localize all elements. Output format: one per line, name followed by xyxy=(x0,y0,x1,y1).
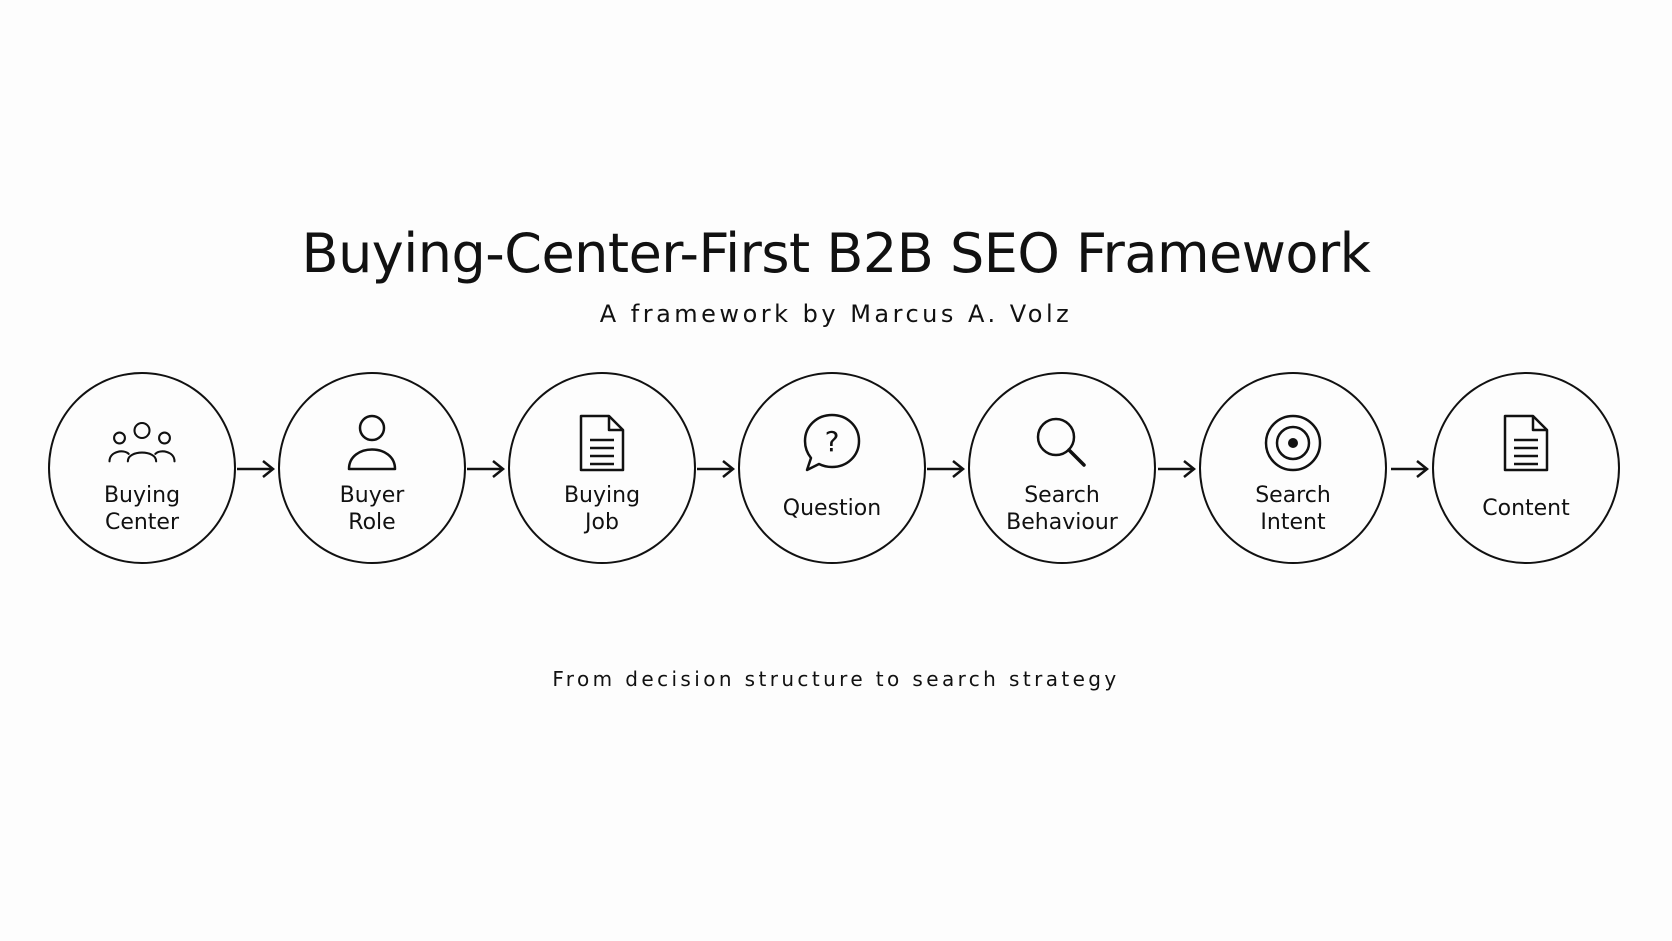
step-label: Buying Job xyxy=(563,483,641,535)
arrow-6 xyxy=(1391,460,1430,478)
step-content: Content xyxy=(1432,372,1620,564)
step-label: Buying Center xyxy=(103,483,181,535)
question-bubble-icon: ? xyxy=(797,412,867,474)
arrow-3 xyxy=(697,460,736,478)
target-icon xyxy=(1258,412,1328,474)
step-label: Content xyxy=(1482,496,1570,521)
step-question: ? Question xyxy=(738,372,926,564)
step-buying-center: Buying Center xyxy=(48,372,236,564)
person-icon xyxy=(337,412,407,474)
magnifier-icon xyxy=(1027,412,1097,474)
arrow-1 xyxy=(237,460,276,478)
step-buyer-role: Buyer Role xyxy=(278,372,466,564)
step-label: Search Behaviour xyxy=(1006,483,1118,535)
step-label: Search Intent xyxy=(1255,483,1331,535)
diagram-title: Buying-Center-First B2B SEO Framework xyxy=(301,222,1371,285)
step-buying-job: Buying Job xyxy=(508,372,696,564)
arrow-5 xyxy=(1158,460,1197,478)
group-people-icon xyxy=(107,412,177,474)
document-icon xyxy=(567,412,637,474)
diagram-subtitle: A framework by Marcus A. Volz xyxy=(599,300,1073,328)
arrow-2 xyxy=(467,460,506,478)
step-search-behaviour: Search Behaviour xyxy=(968,372,1156,564)
document-icon xyxy=(1491,412,1561,474)
svg-text:?: ? xyxy=(825,425,840,458)
arrow-4 xyxy=(927,460,966,478)
step-search-intent: Search Intent xyxy=(1199,372,1387,564)
diagram-tagline: From decision structure to search strate… xyxy=(552,667,1120,691)
step-label: Buyer Role xyxy=(339,483,405,535)
step-label: Question xyxy=(782,496,882,521)
